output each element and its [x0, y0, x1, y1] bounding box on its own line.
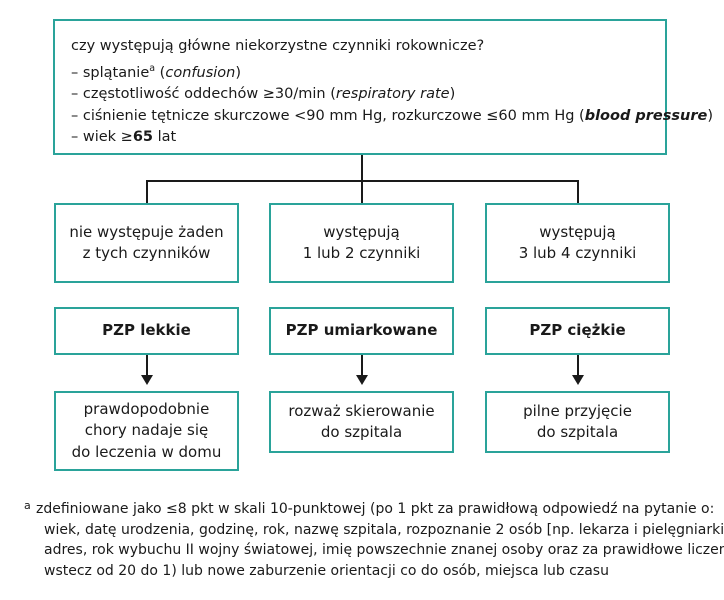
arrow-head-mild	[141, 375, 153, 385]
footnote: a zdefiniowane jako ≤8 pkt w skali 10-pu…	[24, 499, 724, 581]
arrow-head-severe	[572, 375, 584, 385]
trunk-connector	[361, 155, 363, 181]
severity-box-moderate: PZP umiarkowane	[269, 307, 454, 355]
footnote-line: zdefiniowane jako ≤8 pkt w skali 10-punk…	[36, 501, 715, 517]
arrow-stem-mild	[146, 355, 148, 377]
severity-box-mild: PZP lekkie	[54, 307, 239, 355]
arrow-stem-severe	[577, 355, 579, 377]
arrow-head-moderate	[356, 375, 368, 385]
branch-drop-center	[361, 180, 363, 203]
action-box-consider-hospital: rozważ skierowanie do szpitala	[269, 391, 454, 453]
severity-box-severe: PZP ciężkie	[485, 307, 670, 355]
condition-box-none: nie występuje żaden z tych czynników	[54, 203, 239, 283]
footnote-marker: a	[24, 499, 31, 512]
action-box-home: prawdopodobnie chory nadaje się do lecze…	[54, 391, 239, 471]
criterion-blood-pressure: – ciśnienie tętnicze skurczowe <90 mm Hg…	[71, 107, 714, 124]
footnote-line: wiek, datę urodzenia, godzinę, rok, nazw…	[44, 521, 724, 538]
action-box-urgent-admission: pilne przyjęcie do szpitala	[485, 391, 670, 453]
footnote-line: adres, rok wybuchu II wojny światowej, i…	[44, 542, 724, 558]
criteria-box: czy występują główne niekorzystne czynni…	[53, 19, 714, 155]
branch-drop-left	[146, 180, 148, 203]
footnote-line: wstecz od 20 do 1) lub nowe zaburzenie o…	[44, 562, 609, 579]
criterion-age: – wiek ≥65 lat	[71, 129, 177, 146]
condition-box-one-two: występują 1 lub 2 czynniki	[269, 203, 454, 283]
criterion-respiratory-rate: – częstotliwość oddechów ≥30/min (respir…	[71, 86, 456, 103]
criteria-question: czy występują główne niekorzystne czynni…	[71, 38, 485, 54]
branch-drop-right	[577, 180, 579, 203]
criterion-confusion: – splątaniea (confusion)	[71, 62, 242, 81]
condition-box-three-four: występują 3 lub 4 czynniki	[485, 203, 670, 283]
arrow-stem-moderate	[361, 355, 363, 377]
